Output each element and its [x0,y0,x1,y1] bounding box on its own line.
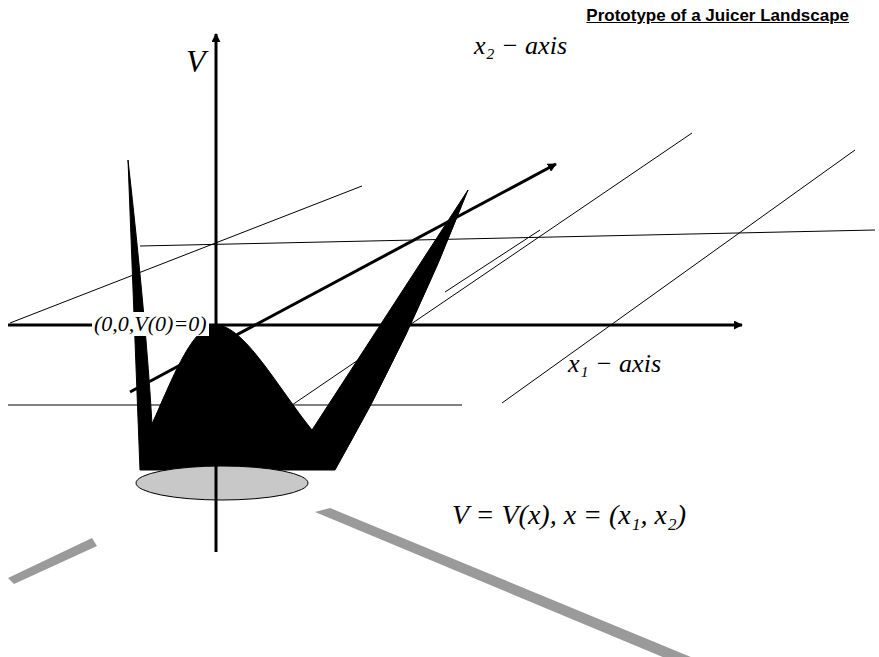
shadow-streak [8,538,97,584]
grid-line [292,133,692,405]
base-disc [136,466,308,500]
grid-line [10,186,362,323]
grid-line [502,150,855,403]
grid-line [140,230,875,246]
grid-line [445,230,540,292]
axis-label: V [186,44,206,79]
formula-label: V = V(x), x = (x₁, x₂) [452,500,686,531]
diagram-title: Prototype of a Juicer Landscape [586,6,849,26]
axis-label: x₁ − axis [568,350,661,379]
origin-label: (0,0,V(0)=0) [92,312,209,336]
v-axis [215,34,218,552]
axis-label: x₂ − axis [474,32,567,61]
shadow-streak [315,508,795,657]
